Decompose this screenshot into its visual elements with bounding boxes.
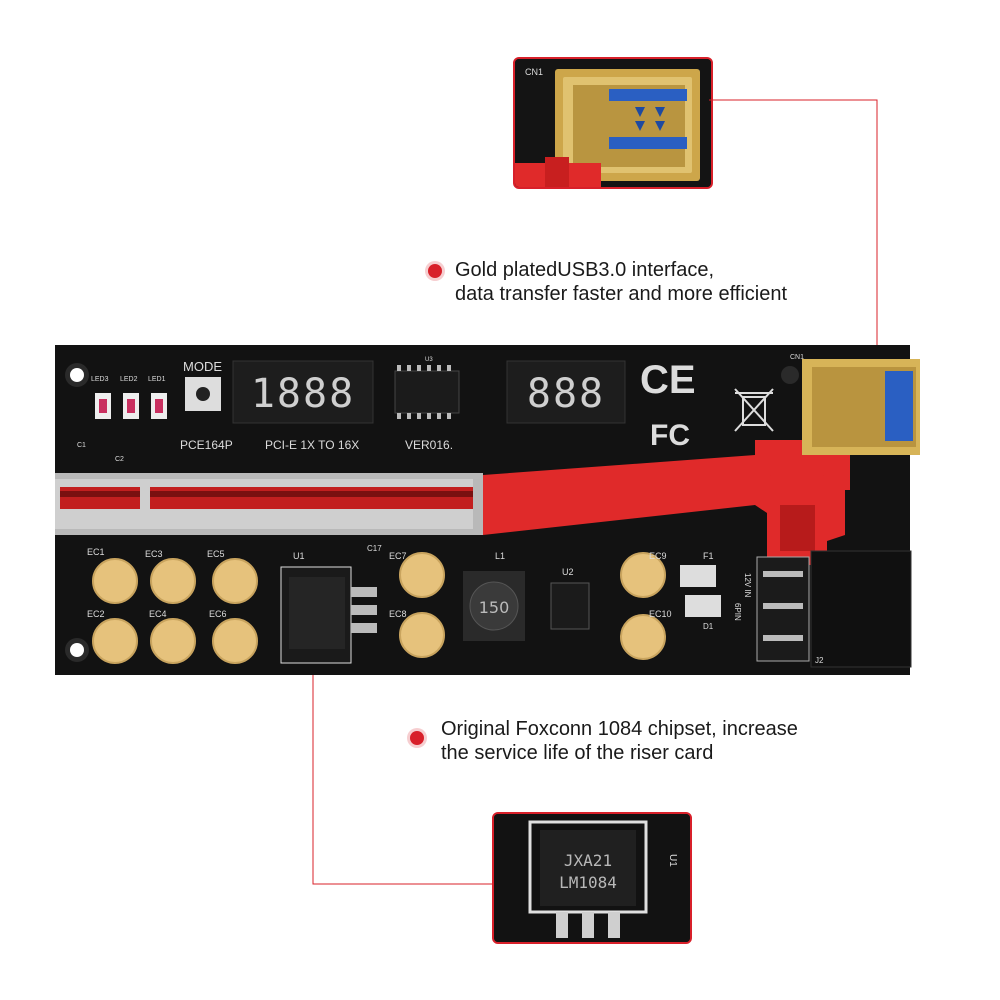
fc-mark: FC (650, 419, 690, 452)
chip-callout-line1: Original Foxconn 1084 chipset, increase (441, 718, 798, 740)
slot-latch[interactable] (483, 440, 850, 565)
j2-label: J2 (815, 656, 824, 665)
chip-marking-line2: LM1084 (559, 873, 617, 892)
led-group: LED3 LED2 LED1 (91, 376, 167, 419)
ec3-label: EC3 (145, 549, 163, 559)
chip-callout-text: Original Foxconn 1084 chipset, increase … (441, 717, 798, 765)
ec1-label: EC1 (87, 547, 105, 557)
ec4-label: EC4 (149, 609, 167, 619)
usb-callout-text: Gold platedUSB3.0 interface, data transf… (455, 258, 787, 306)
l1-inductor: L1 150 (463, 551, 525, 641)
cn1-label: CN1 (790, 354, 804, 361)
ec10-label: EC10 (649, 609, 672, 619)
usb-zoom-image: CN1 (515, 59, 711, 187)
ce-mark: CE (640, 358, 696, 402)
pcie-x16-slot (55, 473, 483, 535)
d1-label: D1 (703, 622, 714, 631)
usb-zoom-ref-label: CN1 (525, 67, 543, 77)
chip-marking-line1: JXA21 (564, 851, 612, 870)
ec2-label: EC2 (87, 609, 105, 619)
capacitor-bank: EC1 EC2 EC3 EC4 EC5 EC6 EC7 EC8 EC9 EC10 (87, 547, 672, 664)
f1-label: F1 (703, 551, 714, 561)
power-in-label: 12V IN (743, 573, 752, 598)
riser-board: LED3 LED2 LED1 MODE 1888 U3 888 CE FC PC… (55, 345, 920, 675)
power-input: F1 D1 12V IN 6PIN J2 (680, 550, 912, 668)
ec5-label: EC5 (207, 549, 225, 559)
chip-callout-bullet (410, 731, 424, 745)
l1-label: L1 (495, 551, 505, 561)
version-text: VER016. (405, 438, 453, 452)
usb-zoom-inset: CN1 (513, 57, 713, 189)
display-left: 1888 (251, 371, 355, 417)
weee-icon (734, 388, 774, 432)
u3-label: U3 (425, 357, 433, 363)
u2-label: U2 (562, 567, 574, 577)
chip-zoom-image: JXA21 LM1084 U1 (494, 814, 690, 942)
six-pin-label: 6PIN (733, 603, 742, 621)
ec8-label: EC8 (389, 609, 407, 619)
inductor-marking: 150 (479, 598, 510, 617)
model-text: PCE164P (180, 438, 233, 452)
u1-regulator: U1 C17 (280, 544, 382, 664)
mode-label: MODE (183, 359, 222, 374)
c1-label: C1 (77, 442, 86, 449)
chip-callout-line2: the service life of the riser card (441, 742, 714, 764)
ec6-label: EC6 (209, 609, 227, 619)
usb3-port[interactable]: CN1 (790, 354, 920, 455)
display-right: 888 (527, 371, 605, 417)
usb-callout-line1: Gold platedUSB3.0 interface, (455, 259, 715, 281)
ec9-label: EC9 (649, 551, 667, 561)
c2-label: C2 (115, 456, 124, 463)
u1-board-label: U1 (293, 551, 305, 561)
ec7-label: EC7 (389, 551, 407, 561)
chip-zoom-inset: JXA21 LM1084 U1 (492, 812, 692, 944)
bus-text: PCI-E 1X TO 16X (265, 438, 359, 452)
c17-label: C17 (367, 544, 382, 553)
chip-ref-label: U1 (667, 854, 678, 867)
led2-label: LED2 (120, 376, 138, 383)
led3-label: LED3 (91, 376, 109, 383)
usb-callout-bullet (428, 264, 442, 278)
led1-label: LED1 (148, 376, 166, 383)
usb-callout-line2: data transfer faster and more efficient (455, 283, 788, 305)
